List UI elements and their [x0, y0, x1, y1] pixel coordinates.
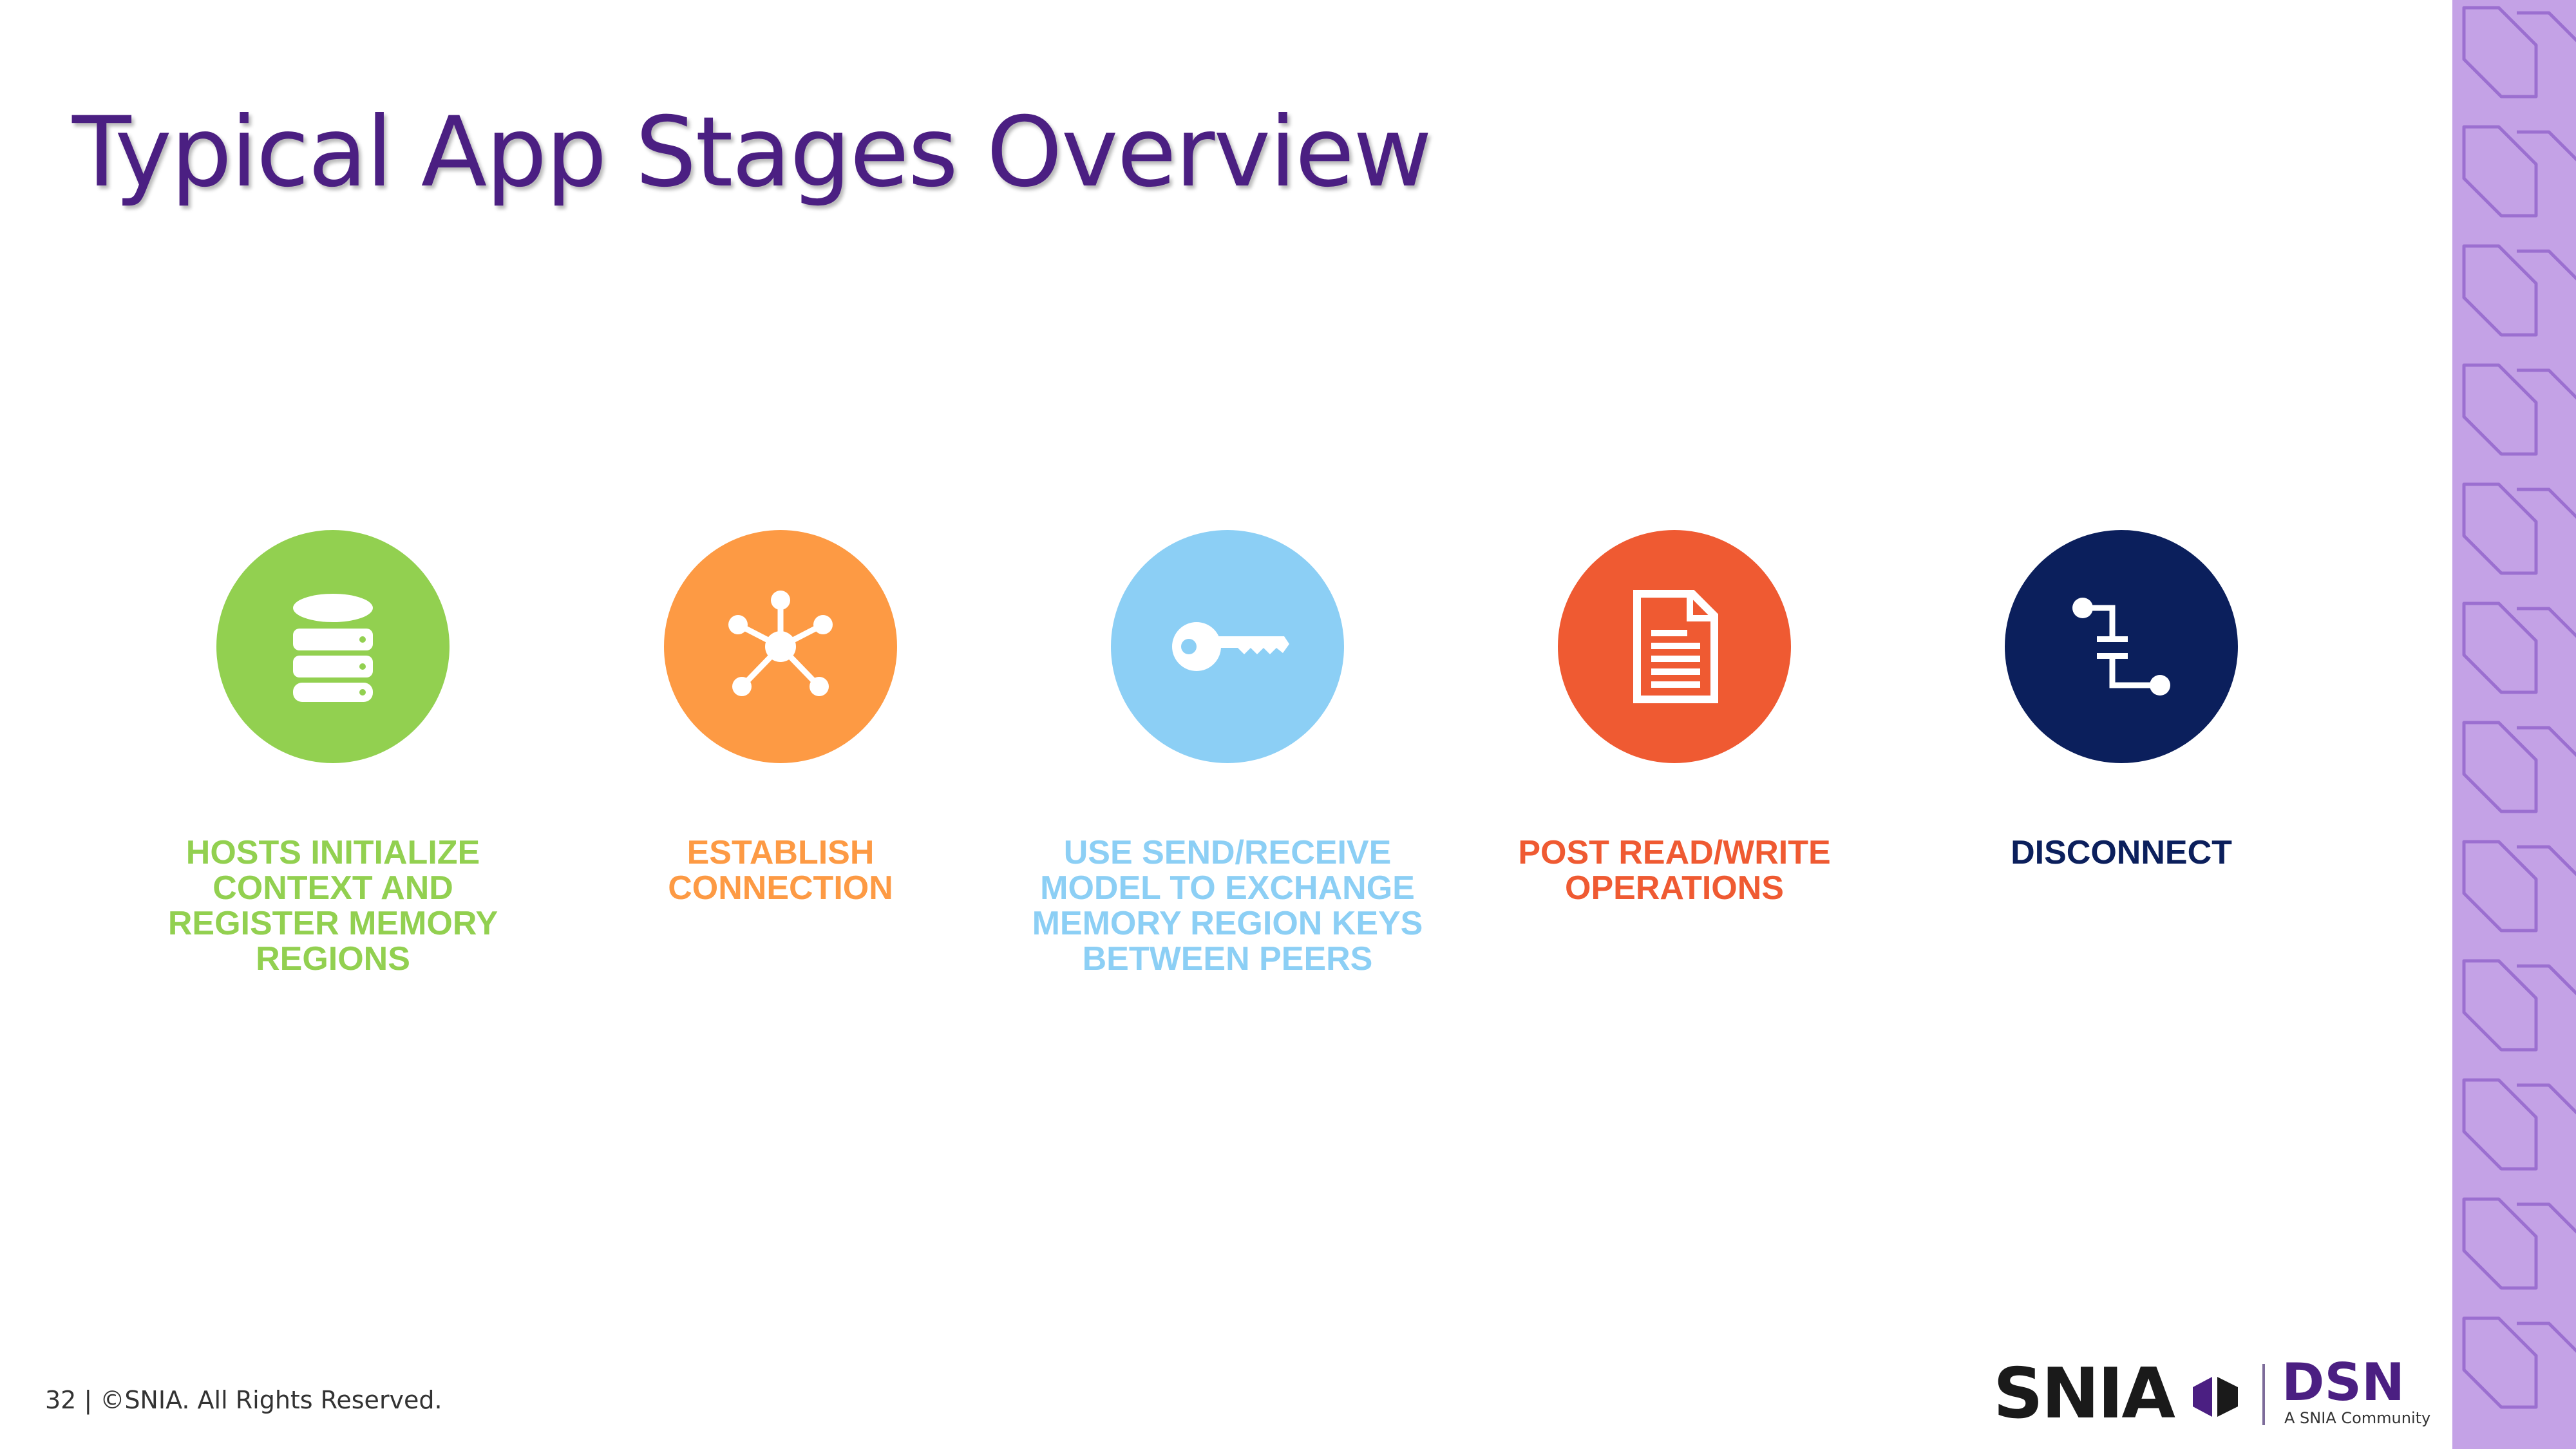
- logo-cube-icon: [2193, 1377, 2238, 1417]
- footer-copyright: 32 | ©SNIA. All Rights Reserved.: [45, 1386, 442, 1414]
- stage-label: ESTABLISH CONNECTION: [668, 834, 893, 907]
- chevron-pattern-icon: [2452, 0, 2576, 1449]
- stage-label: USE SEND/RECEIVE MODEL TO EXCHANGE MEMOR…: [1032, 834, 1423, 978]
- snia-dsn-logo: SNIA DSN A SNIA Community: [1993, 1354, 2444, 1434]
- document-icon: [1633, 590, 1718, 703]
- logo-dsn-text: DSN: [2282, 1352, 2405, 1412]
- slide-title: Typical App Stages Overview: [72, 97, 1432, 209]
- stage-circle: [2005, 530, 2238, 763]
- stage-circle: [216, 530, 450, 763]
- disconnect-icon: [2072, 598, 2170, 696]
- stage-circle: [1558, 530, 1791, 763]
- stage-label: HOSTS INITIALIZE CONTEXT AND REGISTER ME…: [167, 834, 498, 978]
- stage-read-write: POST READ/WRITE OPERATIONS: [1449, 530, 1900, 906]
- network-hub-icon: [728, 591, 833, 696]
- stage-connect: ESTABLISH CONNECTION: [555, 530, 1006, 906]
- logo-subtitle: A SNIA Community: [2284, 1409, 2431, 1427]
- decorative-side-band: [2452, 0, 2576, 1449]
- stage-initialize: HOSTS INITIALIZE CONTEXT AND REGISTER ME…: [108, 530, 558, 977]
- stage-disconnect: DISCONNECT: [1896, 530, 2347, 871]
- stage-label: POST READ/WRITE OPERATIONS: [1518, 834, 1831, 907]
- key-icon: [1172, 622, 1289, 671]
- stage-exchange-keys: USE SEND/RECEIVE MODEL TO EXCHANGE MEMOR…: [1002, 530, 1453, 977]
- stage-label: DISCONNECT: [2011, 834, 2232, 871]
- logo-divider: [2262, 1364, 2265, 1425]
- database-icon: [293, 594, 373, 702]
- logo-snia-text: SNIA: [1993, 1354, 2175, 1434]
- stage-circle: [1111, 530, 1344, 763]
- stage-circle: [664, 530, 897, 763]
